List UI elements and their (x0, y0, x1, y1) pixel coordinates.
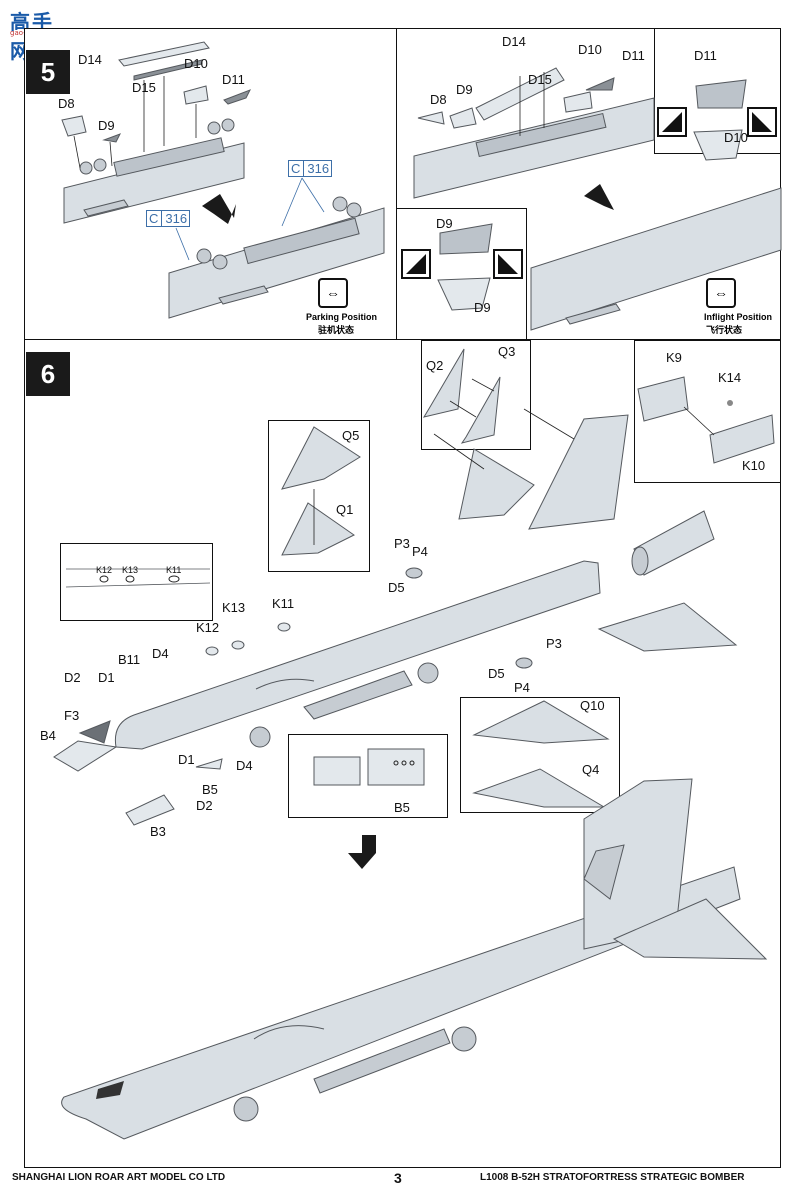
label-d15-right: D15 (528, 72, 552, 87)
label-d9-inset-top: D9 (436, 216, 453, 231)
footer-company: SHANGHAI LION ROAR ART MODEL CO LTD (12, 1172, 226, 1183)
label-d10-inset: D10 (724, 130, 748, 145)
label-d14-right: D14 (502, 34, 526, 49)
label-d11-right: D11 (622, 48, 645, 63)
inset-fuselage-k12-k13-k11 (60, 543, 213, 621)
label-b4: B4 (40, 728, 56, 743)
step6-illustration (53, 348, 775, 1140)
inflight-position-subtitle: 飞行状态 (706, 325, 743, 335)
label-d2-upper: D2 (64, 670, 81, 685)
label-b5-inset: B5 (394, 800, 410, 815)
step-5-number: 5 (26, 50, 70, 94)
label-d1-lower: D1 (178, 752, 195, 767)
label-p3-lower: P3 (546, 636, 562, 651)
label-d9-left: D9 (98, 118, 115, 133)
footer-product: L1008 B-52H STRATOFORTRESS STRATEGIC BOM… (480, 1172, 745, 1183)
label-b11: B11 (118, 652, 141, 667)
label-d4-upper: D4 (152, 646, 169, 661)
label-d11-inset: D11 (694, 48, 717, 63)
parking-position-icon: ⇔ (318, 278, 348, 308)
label-d10-left: D10 (184, 56, 208, 71)
step-6-number: 6 (26, 352, 70, 396)
step5-right-illustration (401, 67, 782, 331)
label-k10: K10 (742, 458, 766, 473)
label-d14-left: D14 (78, 52, 102, 67)
label-k12-inset: K12 (96, 565, 113, 575)
label-q1: Q1 (336, 502, 354, 517)
label-p3-upper: P3 (394, 536, 410, 551)
label-b5: B5 (202, 782, 218, 797)
label-f3: F3 (64, 708, 80, 723)
label-k11: K11 (272, 596, 295, 611)
label-k11-inset: K11 (166, 565, 182, 575)
label-p4-upper: P4 (412, 544, 428, 559)
label-k13-inset: K13 (122, 565, 139, 575)
label-q2: Q2 (426, 358, 444, 373)
inset-tail-cone-k9-k14-k10 (634, 340, 781, 483)
inflight-position-title: Inflight Position (704, 312, 772, 322)
label-d9-right: D9 (456, 82, 473, 97)
label-d4-lower: D4 (236, 758, 253, 773)
label-b3: B3 (150, 824, 166, 839)
label-k14: K14 (718, 370, 742, 385)
label-q5: Q5 (342, 428, 360, 443)
parking-position-title: Parking Position (306, 312, 378, 322)
label-d5-lower: D5 (488, 666, 505, 681)
step5-left-illustration (61, 41, 385, 319)
label-d2-lower: D2 (196, 798, 213, 813)
label-d10-right: D10 (578, 42, 602, 57)
label-q3: Q3 (498, 344, 516, 359)
label-q4: Q4 (582, 762, 600, 777)
inflight-position-icon: ⇔ (706, 278, 736, 308)
label-k13: K13 (222, 600, 246, 615)
label-q10: Q10 (580, 698, 605, 713)
footer-page-number: 3 (394, 1170, 402, 1186)
label-d8-right: D8 (430, 92, 447, 107)
label-d15-left: D15 (132, 80, 156, 95)
label-k9: K9 (666, 350, 682, 365)
label-d8-left: D8 (58, 96, 75, 111)
label-p4-lower: P4 (514, 680, 530, 695)
label-d9-inset-bottom: D9 (474, 300, 491, 315)
label-d5-upper: D5 (388, 580, 405, 595)
label-d1-upper: D1 (98, 670, 115, 685)
label-d11-left: D11 (222, 72, 245, 87)
label-k12: K12 (196, 620, 220, 635)
parking-position-subtitle: 驻机状态 (318, 325, 355, 335)
